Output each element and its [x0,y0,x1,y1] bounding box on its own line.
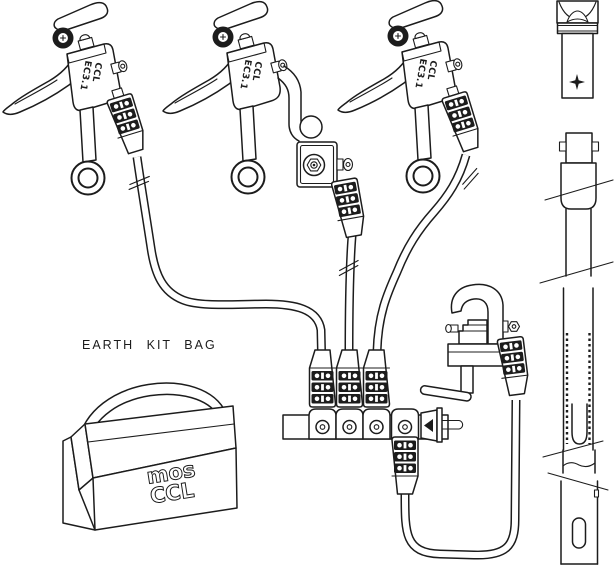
earth-clamp-2: CCL EC3.1 [162,0,368,240]
break-line [544,179,614,201]
pole-slot [571,517,587,549]
break-line [539,261,614,284]
star-marker-icon [569,74,585,90]
ferrule-junction-3 [362,349,391,408]
pole-grip-section [560,480,600,565]
lug-bolts [315,419,413,435]
ferrule-clamp-3 [440,90,484,155]
svg-text:CCL: CCL [148,478,195,509]
bag-title: EARTH KIT BAG [82,338,217,352]
ferrule-clamp-2 [330,176,368,240]
junction-block [282,407,464,443]
bag-front [92,447,238,531]
toggle-pin [420,407,464,443]
cable-1 [132,156,326,353]
ferrule-junction-1 [308,349,337,408]
ferrule-clamp-1 [105,92,149,157]
bag-logo: mos CCL [144,457,197,509]
earth-clamp-1: CCL EC3.1 [2,1,149,196]
bag-left-side [62,436,96,531]
break-line [542,440,604,458]
pole-head-section [556,0,599,99]
svg-text:CCL: CCL [250,60,263,81]
tommy-bar [419,385,472,402]
earth-kit-bag: mos CCL [62,382,238,531]
screw-clamp-jaw [458,319,488,345]
ferrule-junction-4 [391,436,419,495]
ferrule-junction-2 [335,349,364,408]
pole-upper-section [539,132,614,284]
pole-main-section [542,287,609,491]
svg-text:CCL: CCL [90,61,103,82]
earth-clamp-3: CCL EC3.1 [337,0,484,194]
screw-clamp [419,283,531,402]
clamp-2-bracket [277,65,354,188]
operating-pole [539,0,614,565]
earth-cables [128,153,521,560]
break-line [547,472,609,491]
svg-text:CCL: CCL [425,59,438,80]
screw-shaft [460,365,474,394]
